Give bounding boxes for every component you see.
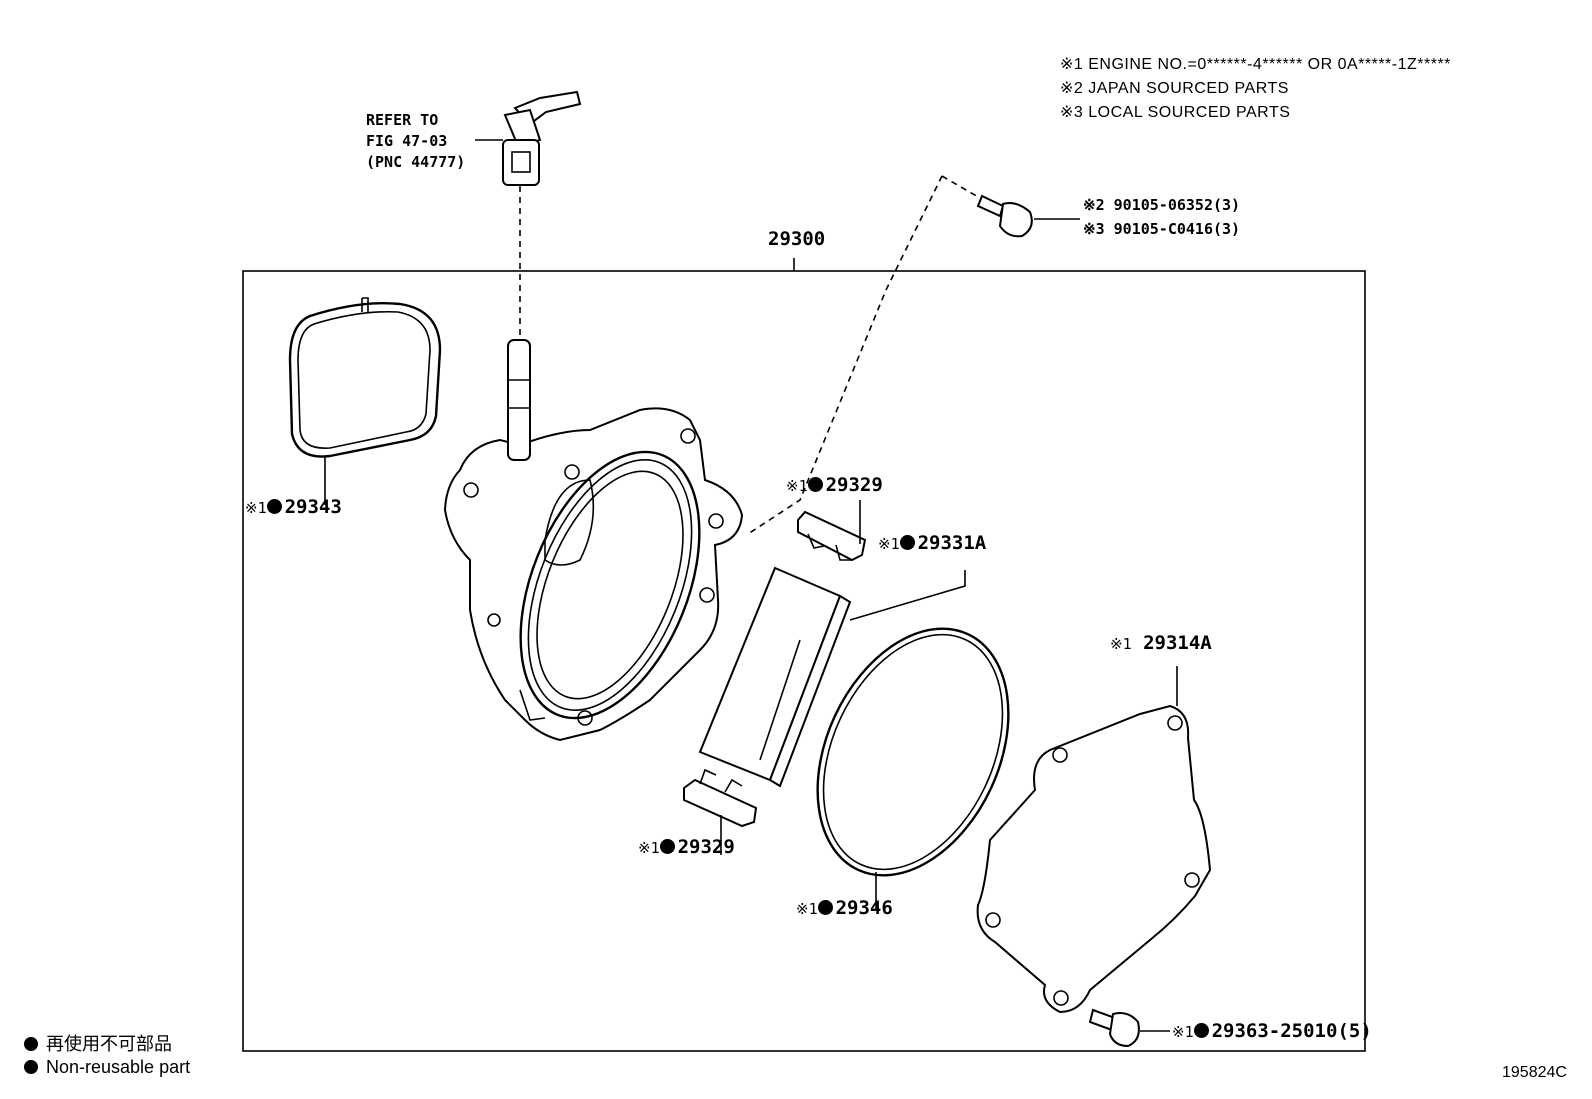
label-29363-mark: ※1 <box>1172 1023 1194 1041</box>
note-3: ※3 LOCAL SOURCED PARTS <box>1060 104 1291 121</box>
label-29329-upper-mark: ※1 <box>786 477 808 495</box>
label-29329-lower: ※1 29329 <box>638 836 735 858</box>
pump-housing <box>443 339 744 742</box>
vane-29331a <box>698 566 852 788</box>
bolt-dashed-1 <box>941 175 981 199</box>
label-29346-num: 29346 <box>835 897 893 919</box>
assembly-frame <box>242 270 1366 1052</box>
legend-jp: 再使用不可部品 <box>24 1030 172 1056</box>
label-29346: ※1 29346 <box>796 897 893 919</box>
bolt-top-line2-num: 90105-C0416(3) <box>1113 220 1241 238</box>
label-29331a-mark: ※1 <box>878 535 900 553</box>
non-reusable-dot-icon <box>817 900 833 915</box>
label-29363-num: 29363-25010(5) <box>1211 1020 1372 1042</box>
note-2: ※2 JAPAN SOURCED PARTS <box>1060 80 1289 97</box>
label-29329-upper-num: 29329 <box>825 474 883 496</box>
label-29343: ※1 29343 <box>245 496 342 518</box>
label-29329-lower-mark: ※1 <box>638 839 660 857</box>
non-reusable-dot-icon <box>807 477 823 492</box>
label-29314a-mark: ※1 <box>1110 635 1132 653</box>
o-ring-29346 <box>816 627 1010 877</box>
refer-line3: (PNC 44777) <box>366 153 466 171</box>
legend-dot-icon <box>24 1037 38 1051</box>
non-reusable-dot-icon <box>899 535 915 550</box>
label-29346-mark: ※1 <box>796 900 818 918</box>
cap-29329-lower <box>683 768 758 828</box>
label-29331a: ※1 29331A <box>878 532 986 554</box>
bolt-dashed-2 <box>747 175 943 535</box>
leader-29331a <box>849 570 966 621</box>
label-29329-upper: ※1 29329 <box>786 474 883 496</box>
bolt-top-line1-num: 90105-06352(3) <box>1113 196 1241 214</box>
legend-en-text: Non-reusable part <box>46 1057 191 1077</box>
bolt-top-line1-mark: ※2 <box>1083 196 1105 214</box>
bolt-top-line2: ※3 90105-C0416(3) <box>1083 220 1240 238</box>
gasket-29343 <box>288 297 442 458</box>
bolt-top-line1: ※2 90105-06352(3) <box>1083 196 1240 214</box>
top-bolt <box>976 194 1033 238</box>
hose-connector <box>502 90 582 186</box>
non-reusable-dot-icon <box>266 499 282 514</box>
label-29314a: ※1 29314A <box>1110 632 1212 654</box>
assembly-number: 29300 <box>768 228 826 250</box>
cover-plate-29314a <box>976 704 1212 1014</box>
label-29331a-num: 29331A <box>917 532 987 554</box>
label-29343-mark: ※1 <box>245 499 267 517</box>
label-29363: ※1 29363-25010(5) <box>1172 1020 1372 1042</box>
label-29314a-num: 29314A <box>1143 632 1212 654</box>
bottom-bolt <box>1088 1008 1140 1048</box>
label-29329-lower-num: 29329 <box>677 836 735 858</box>
legend-dot-icon <box>24 1060 38 1074</box>
bolt-top-line2-mark: ※3 <box>1083 220 1105 238</box>
non-reusable-dot-icon <box>1193 1023 1209 1038</box>
cap-29329-upper <box>797 510 867 562</box>
refer-line1: REFER TO <box>366 111 439 129</box>
label-29343-num: 29343 <box>284 496 342 518</box>
note-1: ※1 ENGINE NO.=0******-4****** OR 0A*****… <box>1060 56 1451 73</box>
figure-id: 195824C <box>1502 1064 1567 1081</box>
legend-en: Non-reusable part <box>24 1057 190 1078</box>
legend-jp-text: 再使用不可部品 <box>46 1034 172 1054</box>
non-reusable-dot-icon <box>659 839 675 854</box>
refer-line2: FIG 47-03 <box>366 132 448 150</box>
